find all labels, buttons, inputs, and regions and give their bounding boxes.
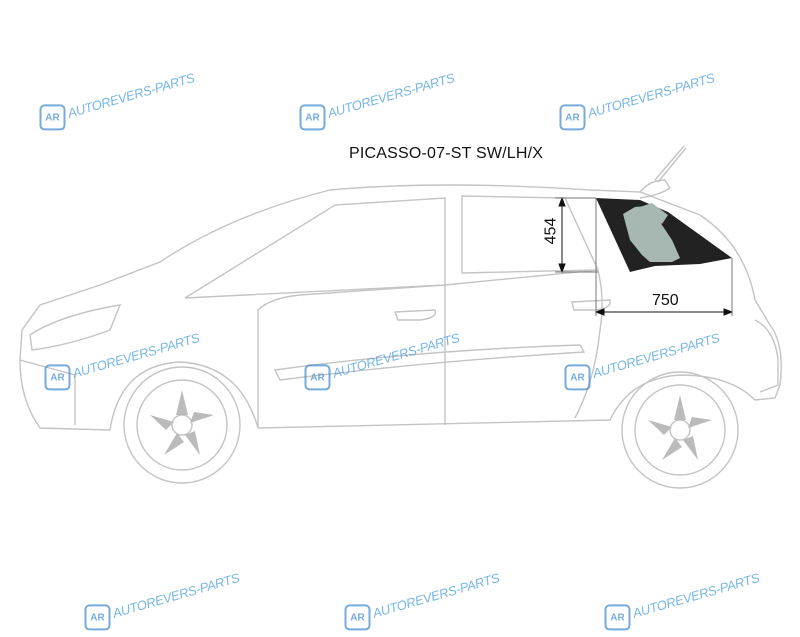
side-window-rear [461, 195, 600, 274]
spoiler [639, 179, 671, 199]
door-line-front [257, 284, 446, 428]
wheel-rear [621, 371, 739, 489]
side-molding [273, 344, 586, 381]
ar-logo-icon: AR [304, 364, 331, 391]
bumper-front [19, 359, 76, 425]
ar-logo-icon: AR [39, 104, 66, 131]
rear-bumper [754, 319, 779, 393]
antenna [654, 145, 687, 183]
ar-logo-icon: AR [44, 364, 71, 391]
quarter-glass-pane [623, 206, 680, 262]
ar-logo-icon: AR [559, 104, 586, 131]
ar-logo-icon: AR [344, 604, 371, 631]
ar-logo-icon: AR [604, 604, 631, 631]
door-line-rear [444, 269, 603, 419]
ar-logo-icon: AR [84, 604, 111, 631]
handle-front [394, 309, 437, 321]
part-title: PICASSO-07-ST SW/LH/X [349, 145, 544, 162]
width-dimension-label: 750 [652, 292, 679, 309]
car-outline-drawing [19, 145, 782, 489]
ar-logo-icon: AR [299, 104, 326, 131]
car-body-outline [19, 184, 782, 431]
ar-logo-icon: AR [564, 364, 591, 391]
headlight [29, 304, 122, 351]
side-window-front [184, 197, 446, 299]
wheel-front [123, 366, 241, 484]
height-dimension-label: 454 [542, 217, 560, 245]
